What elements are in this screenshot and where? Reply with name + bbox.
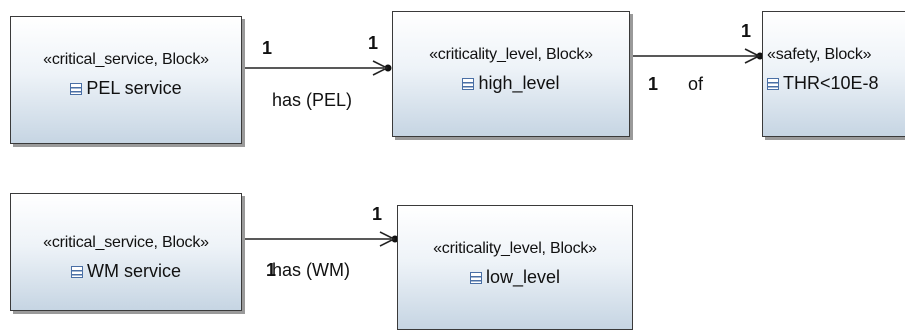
block-icon xyxy=(70,83,83,95)
multiplicity-target: 1 xyxy=(741,21,752,41)
multiplicity-target: 1 xyxy=(372,204,383,224)
multiplicity-source: 1 xyxy=(262,38,273,58)
block-title: PEL service xyxy=(11,78,241,99)
block-title: WM service xyxy=(11,261,241,282)
block-icon xyxy=(767,78,779,90)
block-stereotype: «safety, Block» xyxy=(767,46,872,63)
block-stereotype: «criticality_level, Block» xyxy=(429,46,593,63)
association-of[interactable] xyxy=(630,48,764,64)
block-pel-service[interactable]: «critical_service, Block» PEL service xyxy=(10,16,242,144)
multiplicity-target: 1 xyxy=(368,33,379,53)
block-name: THR<10E-8 xyxy=(783,73,879,93)
block-name: WM service xyxy=(87,261,181,281)
association-has-wm[interactable] xyxy=(242,231,399,247)
block-icon xyxy=(462,78,475,90)
block-icon xyxy=(71,266,83,278)
open-arrowhead-icon xyxy=(744,48,761,64)
block-icon xyxy=(469,272,482,284)
association-has-pel[interactable] xyxy=(242,60,392,76)
association-label: has (PEL) xyxy=(272,90,353,110)
block-title: high_level xyxy=(393,73,629,94)
association-label: of xyxy=(688,74,704,94)
block-title: low_level xyxy=(398,267,632,288)
block-title: THR<10E-8 xyxy=(767,73,905,94)
association-label: has (WM) xyxy=(272,260,350,280)
block-name: PEL service xyxy=(86,78,182,98)
open-arrowhead-icon xyxy=(372,60,389,76)
multiplicity-source: 1 xyxy=(648,74,659,94)
multiplicity-source: 1 xyxy=(266,260,277,280)
block-name: high_level xyxy=(478,73,560,93)
open-arrowhead-icon xyxy=(379,231,396,247)
block-safety[interactable]: «safety, Block» THR<10E-8 xyxy=(762,11,905,137)
block-stereotype: «critical_service, Block» xyxy=(43,234,209,251)
block-name: low_level xyxy=(485,267,561,287)
block-low-level[interactable]: «criticality_level, Block» low_level xyxy=(397,205,633,330)
block-wm-service[interactable]: «critical_service, Block» WM service xyxy=(10,193,242,311)
block-stereotype: «critical_service, Block» xyxy=(43,51,209,68)
block-high-level[interactable]: «criticality_level, Block» high_level xyxy=(392,11,630,137)
block-stereotype: «criticality_level, Block» xyxy=(433,240,597,257)
